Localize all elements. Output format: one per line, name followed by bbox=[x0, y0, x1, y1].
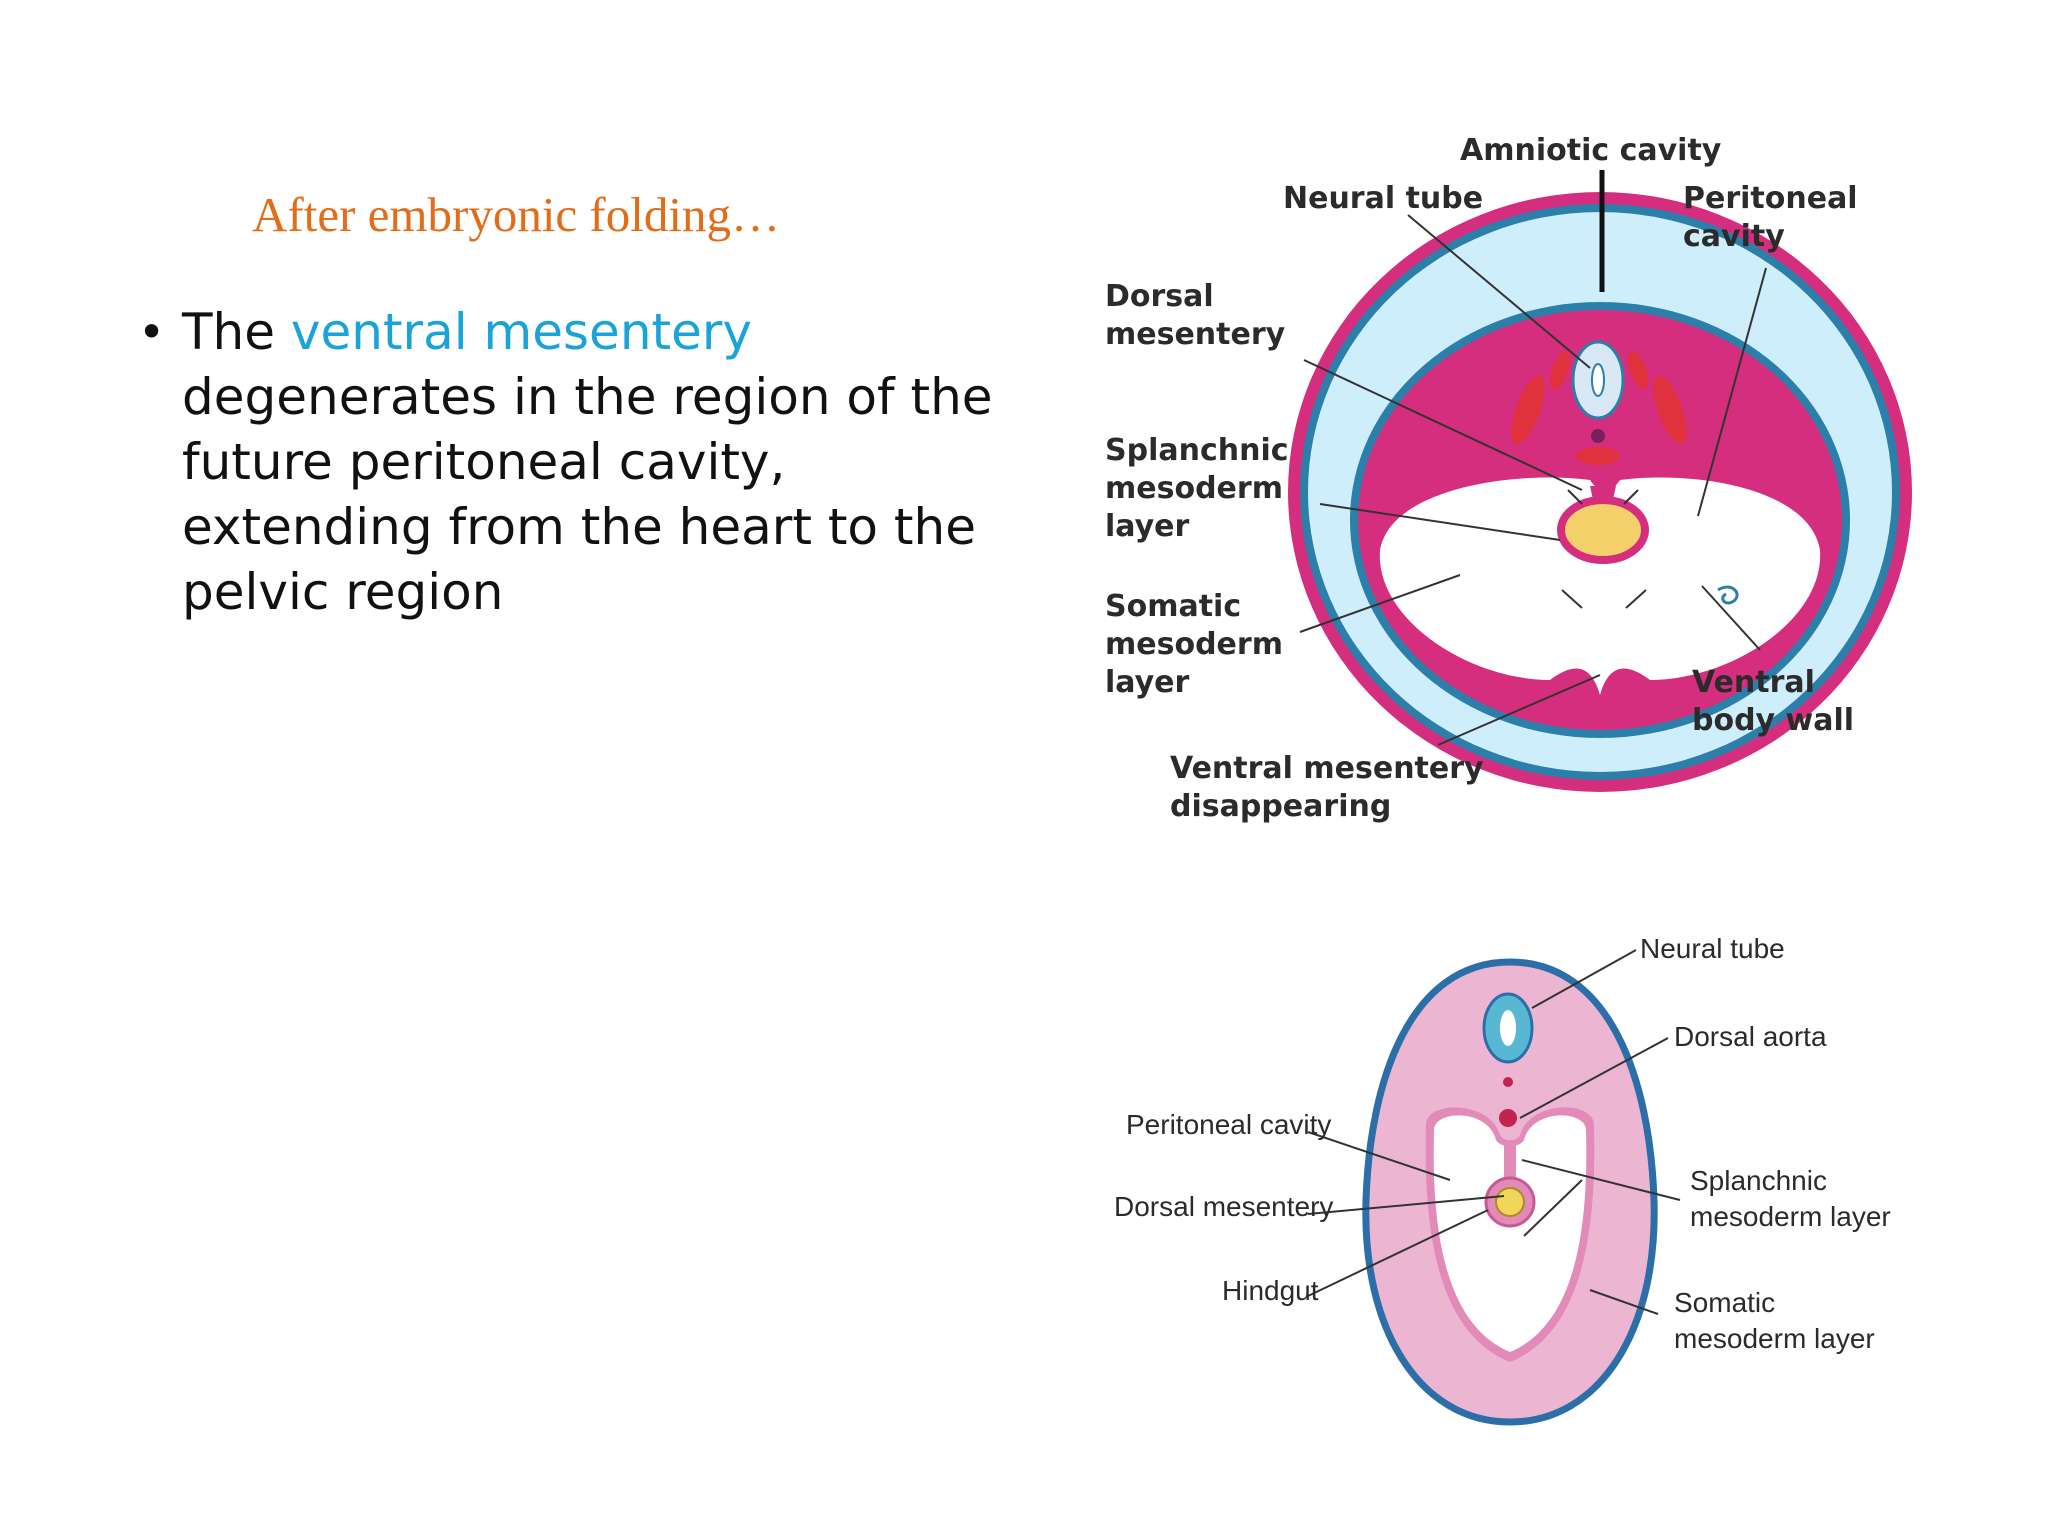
somite-right-small bbox=[1627, 351, 1649, 389]
arrow-4 bbox=[1625, 589, 1647, 609]
label-somatic-line3: layer bbox=[1105, 665, 1190, 700]
label-splanchnic-line3: layer bbox=[1105, 509, 1190, 544]
leader-dorsal-mesentery bbox=[1307, 1195, 1505, 1215]
label-ventral-mesentery-line1: Ventral mesentery bbox=[1170, 751, 1484, 786]
label-ventral-mesentery-line2: disappearing bbox=[1170, 789, 1391, 824]
leader-peritoneal-cavity bbox=[1307, 1131, 1451, 1181]
leader-splanchnic bbox=[1319, 503, 1561, 541]
leader-splanchnic-b bbox=[1523, 1179, 1583, 1237]
cross-section-diagram-bottom: Neural tube Dorsal aorta Peritoneal cavi… bbox=[1114, 933, 1891, 1426]
leader-hindgut bbox=[1307, 1209, 1489, 1297]
ventral-wall-fold bbox=[1717, 585, 1739, 605]
label-somatic-line2: mesoderm bbox=[1105, 627, 1283, 662]
cross-section-diagram-top: Amniotic cavity Neural tube Peritoneal c… bbox=[1105, 133, 1912, 824]
label-dorsal-mesentery: Dorsal mesentery bbox=[1114, 1191, 1333, 1222]
leader-somatic bbox=[1589, 1289, 1659, 1315]
label-amniotic-cavity: Amniotic cavity bbox=[1460, 133, 1722, 168]
neural-canal bbox=[1591, 363, 1605, 397]
label-splanchnic-line1: Splanchnic bbox=[1690, 1165, 1827, 1196]
label-somatic-line2: mesoderm layer bbox=[1674, 1323, 1875, 1354]
neural-canal bbox=[1500, 1010, 1516, 1046]
arrow-2 bbox=[1623, 489, 1639, 505]
hindgut-lumen bbox=[1495, 1187, 1525, 1217]
label-ventral-body-wall-line2: body wall bbox=[1692, 703, 1854, 738]
label-splanchnic-line1: Splanchnic bbox=[1105, 433, 1289, 468]
leader-ventral-wall bbox=[1701, 585, 1761, 651]
label-peritoneal-cavity: Peritoneal cavity bbox=[1126, 1109, 1331, 1140]
cross-section-figure-top: Amniotic cavity Neural tube Peritoneal c… bbox=[1090, 120, 1920, 840]
bullet-suffix: degenerates in the region of the future … bbox=[182, 368, 993, 621]
leader-neural-tube bbox=[1531, 949, 1637, 1009]
dorsal-mesentery-stalk bbox=[1590, 486, 1616, 504]
leader-ventral-mesentery bbox=[1437, 674, 1601, 746]
peritoneal-cavity bbox=[1433, 1115, 1587, 1352]
notochord bbox=[1503, 1077, 1513, 1087]
dorsal-aorta bbox=[1576, 447, 1620, 465]
dorsal-mesentery bbox=[1504, 1142, 1516, 1186]
arrow-3 bbox=[1561, 589, 1583, 609]
label-somatic-line1: Somatic bbox=[1674, 1287, 1775, 1318]
notochord bbox=[1591, 429, 1605, 443]
label-peritoneal-cavity-line1: Peritoneal bbox=[1683, 181, 1858, 216]
label-ventral-body-wall-line1: Ventral bbox=[1692, 665, 1815, 700]
leader-dorsal-mesentery bbox=[1303, 359, 1583, 491]
label-somatic-line1: Somatic bbox=[1105, 589, 1241, 624]
bullet-marker: • bbox=[138, 305, 166, 359]
label-hindgut: Hindgut bbox=[1222, 1275, 1319, 1306]
slide-heading: After embryonic folding… bbox=[252, 187, 780, 242]
gut-tube bbox=[1557, 496, 1649, 564]
label-dorsal-aorta: Dorsal aorta bbox=[1674, 1021, 1827, 1052]
somite-right bbox=[1653, 375, 1687, 445]
label-dorsal-mesentery-line2: mesentery bbox=[1105, 317, 1286, 352]
bullet-item: • The ventral mesentery degenerates in t… bbox=[138, 300, 1008, 625]
leader-peritoneal bbox=[1697, 267, 1767, 517]
label-dorsal-mesentery-line1: Dorsal bbox=[1105, 279, 1214, 314]
bullet-prefix: The bbox=[182, 303, 275, 361]
bullet-text: The ventral mesentery degenerates in the… bbox=[182, 300, 1008, 625]
cross-section-figure-bottom: Neural tube Dorsal aorta Peritoneal cavi… bbox=[1090, 910, 1920, 1450]
leader-somatic bbox=[1299, 574, 1461, 633]
somite-left-small bbox=[1549, 351, 1571, 389]
peritoneal-cavity bbox=[1379, 477, 1821, 695]
leader-splanchnic-a bbox=[1521, 1159, 1681, 1201]
bullet-highlight: ventral mesentery bbox=[290, 303, 753, 361]
dorsal-aorta bbox=[1499, 1109, 1517, 1127]
leader-neural-tube bbox=[1407, 214, 1591, 369]
label-neural-tube: Neural tube bbox=[1283, 181, 1483, 216]
somite-left bbox=[1511, 375, 1545, 445]
label-neural-tube: Neural tube bbox=[1640, 933, 1785, 964]
arrow-1 bbox=[1567, 489, 1583, 505]
label-splanchnic-line2: mesoderm bbox=[1105, 471, 1283, 506]
leader-dorsal-aorta bbox=[1519, 1037, 1669, 1119]
bullet-list: • The ventral mesentery degenerates in t… bbox=[138, 300, 1008, 625]
label-peritoneal-cavity-line2: cavity bbox=[1683, 219, 1785, 254]
label-splanchnic-line2: mesoderm layer bbox=[1690, 1201, 1891, 1232]
